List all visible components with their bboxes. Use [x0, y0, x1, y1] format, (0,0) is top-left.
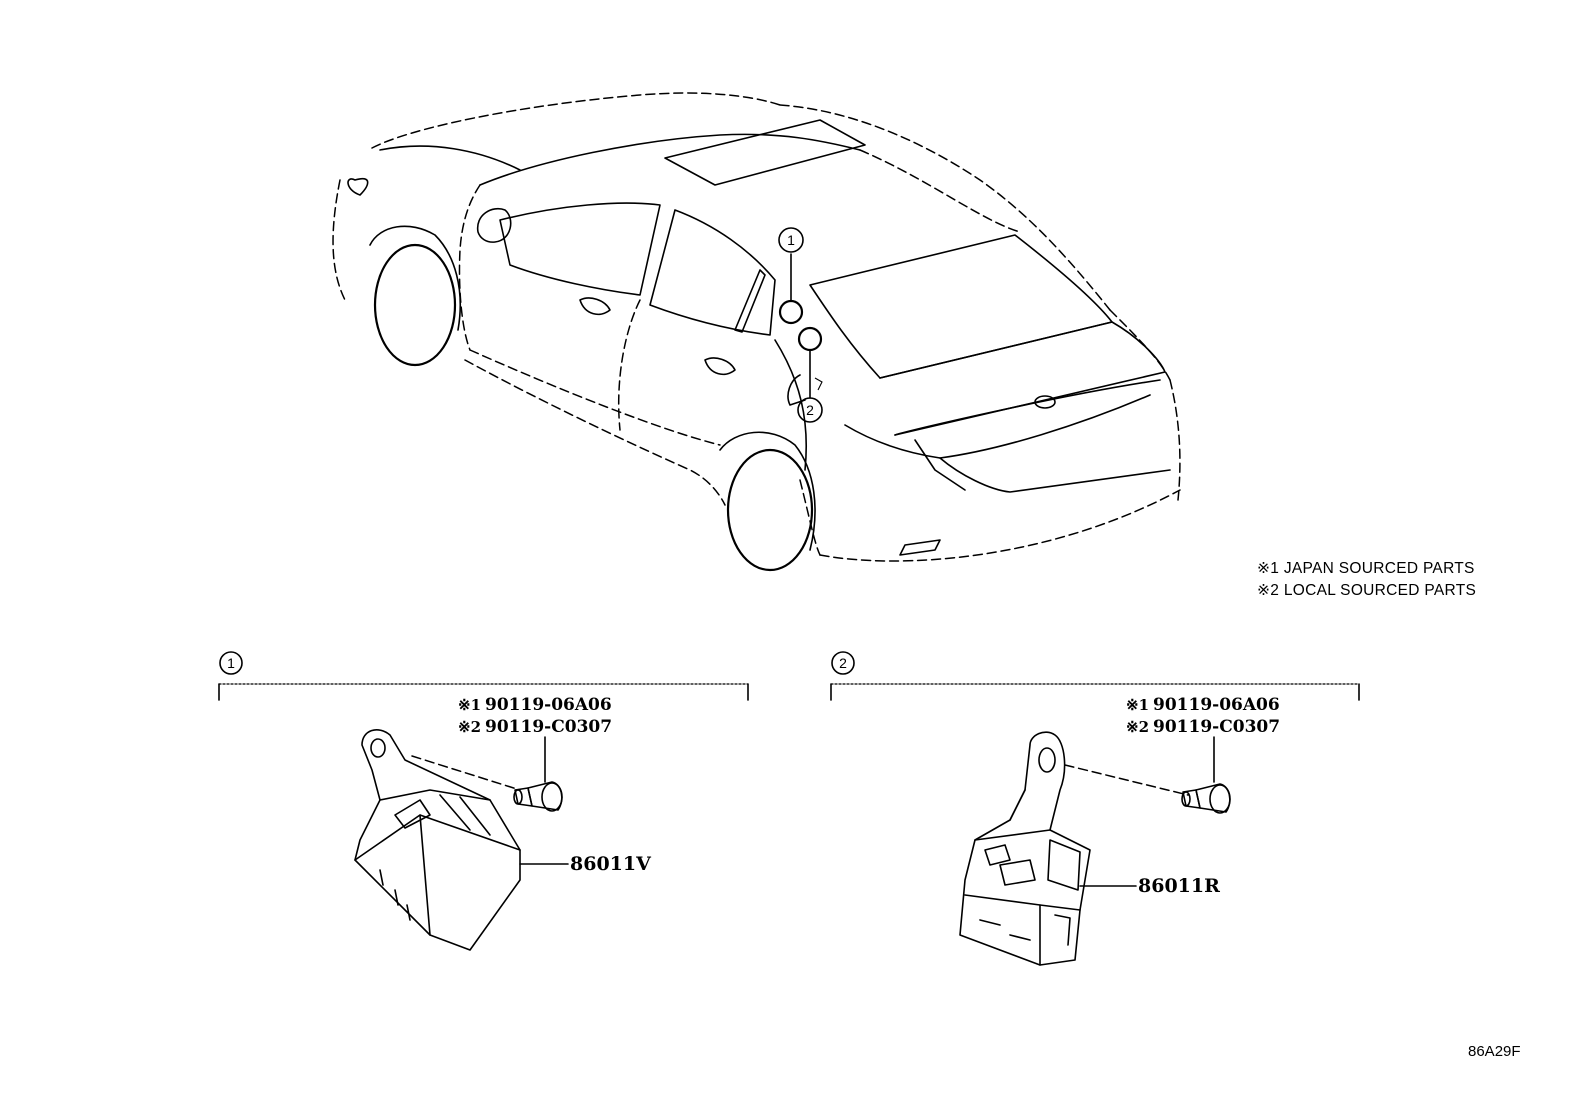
group-1-number: 1 — [227, 655, 235, 671]
group-1-module-part: 86011V — [570, 853, 652, 875]
group-2-bolt-icon — [1181, 783, 1231, 814]
group-1-bolt-mark-2: ※2 — [458, 718, 481, 736]
callout-2: 2 — [806, 402, 814, 418]
group-2-module-part: 86011R — [1138, 875, 1220, 897]
group-2-number: 2 — [839, 655, 847, 671]
group-1-bolt-icon — [513, 781, 563, 812]
group-2-bolt-part-2: 90119-C0307 — [1153, 717, 1280, 737]
location-marker-2 — [797, 326, 823, 352]
group-2-bolt-mark-1: ※1 — [1126, 696, 1149, 714]
group-2-bolt-part-1: 90119-06A06 — [1153, 695, 1280, 715]
diagram-code: 86A29F — [1468, 1043, 1521, 1060]
group-2-module-icon — [959, 731, 1091, 966]
note-local-sourced: ※2 LOCAL SOURCED PARTS — [1257, 582, 1476, 599]
group-1-bolt-mark-1: ※1 — [458, 696, 481, 714]
group-1-module-icon — [354, 729, 521, 951]
callout-1: 1 — [787, 232, 795, 248]
note-japan-sourced: ※1 JAPAN SOURCED PARTS — [1257, 560, 1475, 577]
group-2-bolt-mark-2: ※2 — [1126, 718, 1149, 736]
group-1-bolt-part-2: 90119-C0307 — [485, 717, 612, 737]
location-marker-1 — [778, 299, 804, 325]
group-1-bolt-part-1: 90119-06A06 — [485, 695, 612, 715]
car-illustration: 1 2 — [332, 92, 1181, 572]
